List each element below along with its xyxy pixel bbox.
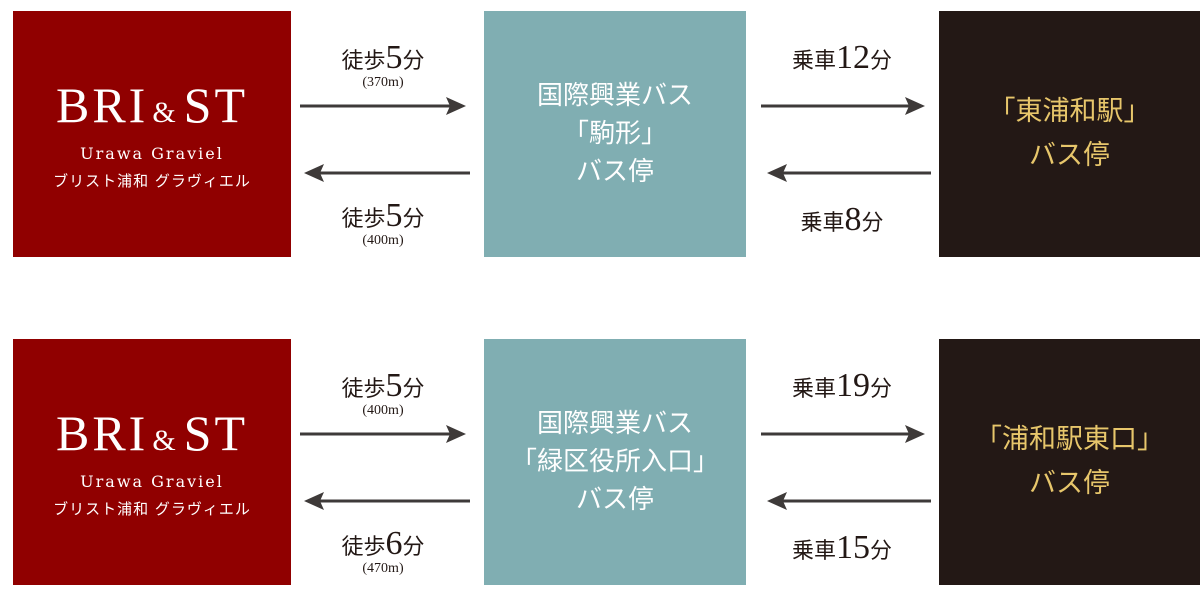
destination-suffix: バス停 [1029, 140, 1110, 171]
ride-out-unit: 分 [870, 377, 893, 402]
destination-name: 「浦和駅東口」 [975, 424, 1164, 455]
brand-logo-ampersand: & [152, 423, 176, 457]
walk-back-distance: (400m) [362, 233, 404, 248]
walk-back-unit: 分 [402, 535, 425, 560]
ride-out-prefix: 乗車 [791, 377, 836, 402]
brand-subtitle: Urawa Graviel [80, 471, 224, 491]
ride-out-label: 乗車12分 [762, 41, 922, 75]
ride-back-prefix: 乗車 [791, 539, 836, 564]
brand-logo: BRI&ST [56, 408, 248, 458]
walk-out-label: 徒歩5分 (400m) [318, 369, 448, 418]
bus-stop-operator: 国際興業バス [536, 409, 693, 439]
walk-out-distance: (400m) [362, 403, 404, 418]
bus-stop-suffix: バス停 [575, 157, 654, 187]
ride-back-unit: 分 [870, 539, 893, 564]
ride-back-unit: 分 [861, 211, 884, 236]
destination-suffix: バス停 [1029, 468, 1110, 499]
walk-back-prefix: 徒歩 [341, 207, 386, 232]
destination-panel: 「東浦和駅」 バス停 [939, 11, 1200, 257]
bus-stop-panel: 国際興業バス 「駒形」 バス停 [484, 11, 746, 257]
brand-logo: BRI&ST [56, 80, 248, 130]
ride-out-minutes: 19 [836, 367, 870, 404]
arrow-right-icon [761, 96, 925, 116]
brand-logo-ampersand: & [152, 95, 176, 129]
arrow-left-icon [304, 163, 470, 183]
walk-back-minutes: 5 [385, 197, 403, 234]
arrow-left-icon [767, 491, 931, 511]
walk-back-prefix: 徒歩 [341, 535, 386, 560]
walk-out-distance: (370m) [362, 75, 404, 90]
brand-logo-right: ST [183, 404, 249, 461]
walk-back-unit: 分 [402, 207, 425, 232]
arrow-left-icon [304, 491, 470, 511]
ride-out-label: 乗車19分 [762, 369, 922, 403]
brand-panel: BRI&ST Urawa Graviel ブリスト浦和 グラヴィエル [13, 11, 291, 257]
bus-stop-suffix: バス停 [575, 485, 654, 515]
arrow-right-icon [300, 424, 466, 444]
ride-out-prefix: 乗車 [791, 49, 836, 74]
arrow-right-icon [300, 96, 466, 116]
route-row-1: BRI&ST Urawa Graviel ブリスト浦和 グラヴィエル 徒歩5分 … [0, 11, 1200, 257]
ride-out-unit: 分 [870, 49, 893, 74]
ride-back-label: 乗車15分 [762, 531, 922, 565]
arrow-left-icon [767, 163, 931, 183]
arrow-right-icon [761, 424, 925, 444]
ride-back-label: 乗車8分 [772, 203, 912, 237]
walk-out-minutes: 5 [385, 367, 403, 404]
brand-kana-name: ブリスト浦和 グラヴィエル [53, 499, 251, 518]
walk-out-unit: 分 [402, 377, 425, 402]
bus-stop-operator: 国際興業バス [536, 81, 693, 111]
bus-stop-name: 「駒形」 [562, 119, 667, 149]
bus-stop-panel: 国際興業バス 「緑区役所入口」 バス停 [484, 339, 746, 585]
route-row-2: BRI&ST Urawa Graviel ブリスト浦和 グラヴィエル 徒歩5分 … [0, 339, 1200, 585]
brand-logo-left: BRI [55, 404, 149, 461]
walk-out-label: 徒歩5分 (370m) [318, 41, 448, 90]
walk-out-unit: 分 [402, 49, 425, 74]
walk-back-label: 徒歩6分 (470m) [318, 527, 448, 576]
destination-name: 「東浦和駅」 [988, 96, 1151, 127]
walk-out-minutes: 5 [385, 39, 403, 76]
ride-back-prefix: 乗車 [800, 211, 845, 236]
walk-back-label: 徒歩5分 (400m) [318, 199, 448, 248]
walk-back-minutes: 6 [385, 525, 403, 562]
ride-out-minutes: 12 [836, 39, 870, 76]
walk-back-distance: (470m) [362, 561, 404, 576]
brand-subtitle: Urawa Graviel [80, 143, 224, 163]
bus-stop-name: 「緑区役所入口」 [510, 447, 719, 477]
brand-kana-name: ブリスト浦和 グラヴィエル [53, 171, 251, 190]
brand-logo-right: ST [183, 76, 249, 133]
ride-back-minutes: 15 [836, 529, 870, 566]
ride-back-minutes: 8 [844, 201, 862, 238]
destination-panel: 「浦和駅東口」 バス停 [939, 339, 1200, 585]
walk-out-prefix: 徒歩 [341, 377, 386, 402]
walk-out-prefix: 徒歩 [341, 49, 386, 74]
brand-panel: BRI&ST Urawa Graviel ブリスト浦和 グラヴィエル [13, 339, 291, 585]
brand-logo-left: BRI [55, 76, 149, 133]
